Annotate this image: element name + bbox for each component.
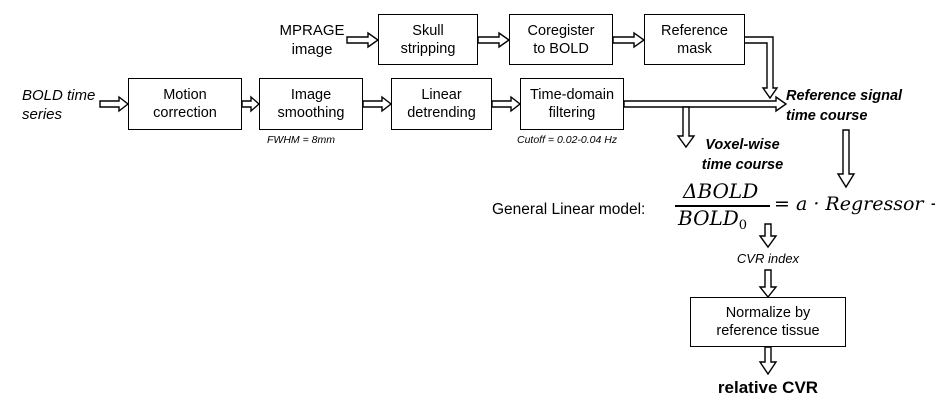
equation-numerator: ΔBOLD bbox=[683, 179, 759, 203]
voxel-wise-label: Voxel-wise time course bbox=[701, 137, 784, 173]
glm-label: General Linear model: bbox=[492, 201, 646, 218]
equation-rhs: = a · Regressor + b bbox=[774, 193, 935, 215]
image-smoothing-box: Image smoothing bbox=[259, 78, 363, 130]
reference-signal-label: Reference signal time course bbox=[786, 88, 903, 124]
equation-denominator: BOLD0 bbox=[678, 206, 747, 233]
arrow-motion-to-smoothing bbox=[241, 95, 261, 113]
linear-detrending-box: Linear detrending bbox=[391, 78, 492, 130]
arrow-skull-to-coregister bbox=[477, 31, 511, 49]
motion-correction-box: Motion correction bbox=[128, 78, 242, 130]
normalize-box: Normalize by reference tissue bbox=[690, 297, 846, 347]
arrow-cvrindex-down bbox=[758, 269, 778, 299]
arrow-voxelwise-down bbox=[676, 106, 696, 149]
denominator-main: BOLD bbox=[678, 206, 739, 230]
arrow-filtering-to-reference bbox=[623, 95, 788, 113]
cvr-index-label: CVR index bbox=[736, 251, 800, 266]
cutoff-note: Cutoff = 0.02-0.04 Hz bbox=[517, 134, 618, 146]
skull-stripping-box: Skull stripping bbox=[378, 14, 478, 65]
fraction-bar bbox=[675, 205, 770, 207]
relative-cvr-label: relative CVR bbox=[717, 378, 819, 397]
arrow-mprage-to-skull bbox=[346, 31, 380, 49]
arrow-equation-down bbox=[758, 223, 778, 249]
arrow-reference-down bbox=[836, 129, 856, 189]
coregister-box: Coregister to BOLD bbox=[509, 14, 613, 65]
bold-time-series-label: BOLD time series bbox=[22, 87, 96, 123]
reference-mask-box: Reference mask bbox=[644, 14, 745, 65]
arrow-normalize-down bbox=[758, 346, 778, 376]
mprage-input-label: MPRAGE image bbox=[279, 22, 345, 58]
arrow-smoothing-to-detrending bbox=[362, 95, 393, 113]
fwhm-note: FWHM = 8mm bbox=[267, 134, 335, 146]
arrow-coregister-to-mask bbox=[612, 31, 646, 49]
arrow-bold-to-motion bbox=[99, 95, 130, 113]
arrow-detrending-to-filtering bbox=[491, 95, 522, 113]
time-domain-filtering-box: Time-domain filtering bbox=[520, 78, 624, 130]
denominator-subscript: 0 bbox=[738, 218, 748, 233]
